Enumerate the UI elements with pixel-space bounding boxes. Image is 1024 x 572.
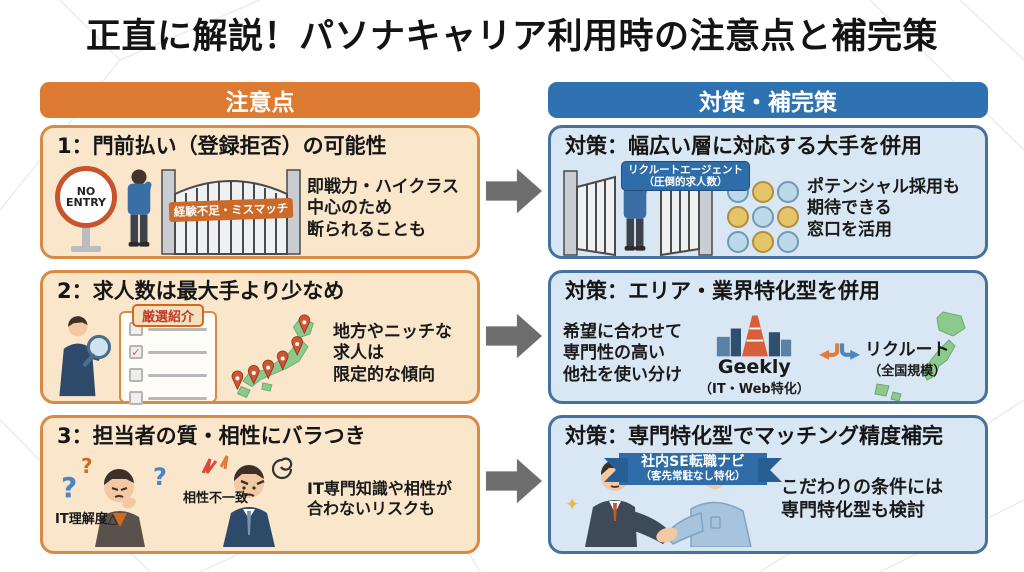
map-pin-icon (231, 314, 311, 391)
text-line (148, 373, 207, 377)
recruit-label: リクルート (865, 340, 950, 361)
japan-map-icon (874, 311, 966, 402)
coin-icon (752, 181, 774, 204)
curated-label: 厳選紹介 (131, 304, 205, 328)
flow-arrow-icon (486, 313, 542, 359)
caution-1-title: 1：門前払い（登録拒否）の可能性 (57, 134, 387, 158)
countermeasure-2-content: 希望に合わせて 専門性の高い 他社を使い分け Geekly （IT・Web特化） (563, 306, 973, 402)
countermeasure-3-caption: こだわりの条件には 専門特化型も検討 (781, 477, 943, 522)
person-magnifier-icon (59, 316, 112, 397)
closed-gate-illustration: 経験不足・ミスマッチ (161, 162, 301, 256)
caution-box-1: 1：門前払い（登録拒否）の可能性 NO ENTRY (40, 125, 480, 259)
countermeasure-1-content: リクルートエージェント （圧倒的求人数） ポテンシャル採用も 期待できる 窓口を… (563, 161, 973, 257)
caution-1-caption: 即戦力・ハイクラス 中心のため 断られることも (307, 176, 459, 241)
swap-arrows-icon (818, 343, 860, 360)
open-gate-illustration: リクルートエージェント （圧倒的求人数） (563, 161, 801, 257)
countermeasure-box-2: 対策：エリア・業界特化型を併用 希望に合わせて 専門性の高い 他社を使い分け G… (548, 270, 988, 404)
coin-icon (752, 231, 774, 254)
sign-post (82, 228, 90, 247)
checklist-row: ✓ (129, 345, 207, 360)
question-icon: ? (81, 454, 93, 478)
text-line (148, 327, 207, 331)
recruit-agent-tag: リクルートエージェント （圧倒的求人数） (621, 161, 750, 192)
question-icon: ? (61, 471, 77, 504)
job-category-icons (727, 181, 799, 254)
coin-icon (727, 206, 749, 229)
no-entry-sign-icon: NO ENTRY (55, 166, 117, 253)
countermeasure-3-title: 対策：専門特化型でマッチング精度補完 (565, 424, 943, 448)
ribbon-subtitle: （客先常駐なし特化） (640, 469, 746, 482)
countermeasure-box-3: 対策：専門特化型でマッチング精度補完 ✦ (548, 415, 988, 554)
checkbox-icon (129, 391, 143, 406)
countermeasure-2-title: 対策：エリア・業界特化型を併用 (565, 279, 880, 303)
sign-base (71, 246, 101, 253)
geekly-sub-label: （IT・Web特化） (699, 381, 810, 397)
countermeasure-box-1: 対策：幅広い層に対応する大手を併用 (548, 125, 988, 259)
handshake-illustration: ✦ 社内SE転職ナ (563, 451, 782, 548)
coin-icon (777, 206, 799, 229)
recruit-sub-label: （全国規模） (868, 363, 947, 379)
caution-3-content: ? ? ? IT理解度△ (55, 451, 465, 548)
person-icon (127, 169, 152, 247)
caution-2-caption: 地方やニッチな 求人は 限定的な傾向 (333, 321, 452, 386)
text-line (148, 350, 207, 354)
ribbon-title: 社内SE転職ナビ (641, 454, 745, 471)
caution-box-3: 3：担当者の質・相性にバラつき ? ? ? IT理解度△ (40, 415, 480, 554)
japan-map-pins-icon (231, 314, 314, 399)
caution-box-2: 2：求人数は最大手より少なめ 厳選紹介 ✓ (40, 270, 480, 406)
caution-1-content: NO ENTRY (55, 161, 465, 257)
recruit-label-group: リクルート （全国規模） (865, 340, 950, 379)
flow-arrow-icon (486, 458, 542, 504)
flow-arrow-icon (486, 168, 542, 214)
countermeasure-1-title: 対策：幅広い層に対応する大手を併用 (565, 134, 922, 158)
caution-3-title: 3：担当者の質・相性にバラつき (57, 424, 366, 448)
no-entry-sign-text: NO ENTRY (55, 166, 117, 229)
recruit-brand: リクルート （全国規模） (865, 306, 973, 402)
caution-2-content: 厳選紹介 ✓ (55, 304, 465, 406)
sparkle-icon: ✦ (565, 495, 580, 516)
check-icon: ✓ (129, 345, 143, 360)
coin-icon (752, 206, 774, 229)
city-tower-icon (717, 315, 792, 357)
open-gate-icon (563, 170, 713, 257)
coin-icon (777, 181, 799, 204)
caution-3-caption: IT専門知識や相性が 合わないリスクも (307, 478, 452, 519)
text-line (148, 396, 207, 400)
checklist-row (129, 368, 207, 383)
curated-list-card: 厳選紹介 ✓ (119, 304, 217, 406)
mismatch-label: 相性不一致 (183, 491, 249, 507)
countermeasure-2-caption: 希望に合わせて 専門性の高い 他社を使い分け (563, 321, 682, 386)
senai-se-ribbon: 社内SE転職ナビ （客先常駐なし特化） (604, 453, 782, 486)
page-title: 正直に解説！パソナキャリア利用時の注意点と補完策 (85, 17, 938, 57)
confused-agent-illustration: ? ? ? IT理解度△ (55, 451, 187, 548)
coin-icon (727, 231, 749, 254)
angry-agent-illustration: 相性不一致 (183, 451, 301, 548)
coin-icon (777, 231, 799, 254)
header-cautions: 注意点 (40, 82, 480, 118)
question-icon: ? (153, 463, 167, 491)
caution-2-title: 2：求人数は最大手より少なめ (57, 279, 345, 303)
countermeasure-1-caption: ポテンシャル採用も 期待できる 窓口を活用 (807, 176, 960, 241)
header-countermeasures: 対策・補完策 (548, 82, 988, 118)
checklist-row (129, 391, 207, 406)
confused-person-icon: ? ? ? (61, 454, 167, 548)
angry-person-icon (201, 455, 293, 548)
geekly-label: Geekly (717, 355, 791, 378)
checkbox-icon (129, 368, 143, 383)
countermeasure-3-content: ✦ 社内SE転職ナ (563, 451, 973, 548)
it-understanding-label: IT理解度△ (55, 512, 118, 528)
geekly-brand: Geekly （IT・Web特化） (699, 312, 810, 397)
